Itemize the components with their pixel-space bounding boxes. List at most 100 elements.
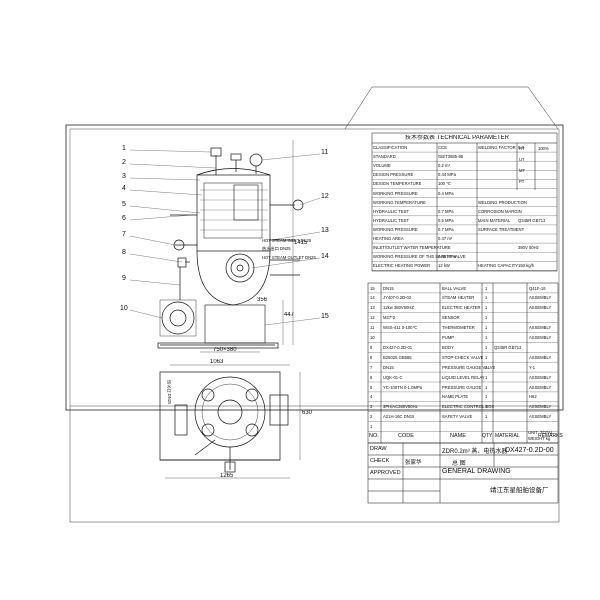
callout-2: 2 [122,159,126,166]
tech-cell-value2: 0.8 [518,145,524,150]
parts-cell-qty: 1 [485,414,488,420]
parts-header-remarks: REMARKS [538,433,563,439]
tech-cell-label2: WELDING PRODUCTION [478,199,527,205]
parts-cell-no: 1 [370,424,373,430]
parts-list-table [367,282,559,444]
tech-cell-value2: Q345R GB713 [518,217,546,223]
parts-cell-code: JY407-0.2D-02 [383,295,412,301]
callout-12: 12 [321,193,329,200]
parts-cell-name: BODY [442,344,454,350]
dim-447: 447 [284,312,295,318]
parts-cell-no: 13 [370,305,375,311]
tech-cell-label2: SURFACE TREATMENT [478,226,525,232]
tech-cell-value: 0.7 MPa [438,226,454,232]
parts-cell-remarks: ASSEMBLY [529,335,552,340]
callout-7: 7 [122,231,126,238]
tech-cell-label2: HEATING CAPACITY [478,263,519,269]
tech-cell-label: HYDRAULIC TEST [373,208,409,214]
tech-cell-label: DESIGN PRESSURE [373,172,414,178]
parts-cell-no: 10 [370,335,375,340]
parts-cell-name: NAME PLATE [442,394,469,400]
title-block [367,442,559,504]
callout-8: 8 [122,249,126,256]
parts-cell-code: UQK-01-C [383,374,403,380]
dim-750x380: 750×380 [213,347,237,353]
parts-cell-remarks: ASSEMBLY [529,325,552,331]
parts-cell-name: ELECTRIC CONTROL BOX [442,404,495,410]
callout-5: 5 [122,201,126,208]
parts-cell-material: Q345R GB713 [494,344,522,350]
parts-cell-code: A21H-16C DN15 [383,414,415,420]
parts-cell-code: 12kw 380V50HZ [383,305,414,311]
tb-draw: DRAW [370,446,387,452]
parts-cell-qty: 1 [485,285,488,291]
parts-cell-no: 11 [370,325,375,331]
parts-cell-no: 14 [370,295,375,301]
tb-approved: APPROVED [370,470,401,476]
parts-cell-name: SAFETY VALVE [442,414,473,420]
callout-15: 15 [321,313,329,320]
callout-14: 14 [321,253,329,260]
parts-cell-remarks: Y-1 [529,364,536,370]
tech-cell-label2: CORROSION MARGIN [478,208,522,214]
parts-cell-name: STOP-CHECK VALVE [442,354,484,360]
tech-cell-value: 0.47 m² [438,236,453,241]
parts-cell-no: 4 [370,394,373,400]
parts-header-name: NAME [450,433,466,439]
callout-4: 4 [122,185,126,192]
tech-cell-label: CLASSIFICATION [373,145,408,150]
tech-cell-label: HYDRAULIC TEST [373,217,409,223]
parts-cell-code: M27*2 [383,315,396,321]
parts-cell-no: 8 [370,354,373,360]
tech-cell-label: WORKING TEMPERATURE [373,199,426,205]
parts-cell-code: DN15 [383,285,394,291]
parts-cell-name: STEAM HEATER [442,295,475,301]
parts-cell-name: SENSOR [442,315,460,321]
tech-cell-label: WORKING PRESSURE OF THE SAFETY VALVE [373,254,466,260]
technical-parameter-table [371,132,558,272]
tech-cell-value: 12 kW [438,263,450,269]
tech-cell-label: HEATING AREA [373,236,404,241]
tb-general-en: GENERAL DRAWING [442,468,511,475]
parts-header-no: NO. [369,433,379,439]
tb-general-cn: 总 图 [452,461,466,467]
parts-cell-qty: 1 [485,394,488,400]
tech-cell-value: CCS [438,145,447,150]
parts-cell-no: 5 [370,384,373,390]
parts-cell-remarks: Q41F-16 [529,285,546,291]
callout-10: 10 [120,305,128,312]
parts-cell-code: DN15 [383,364,394,370]
parts-cell-qty: 1 [485,354,488,360]
tech-cell-value: 0.2 m³ [438,163,450,169]
tech-cell-label: INLET/OUTLET WATER TEMPERATURE [373,245,451,251]
tech-inspection-value: 100% [538,146,549,151]
parts-cell-qty: 1 [485,315,488,321]
callout-6: 6 [122,215,126,222]
parts-cell-remarks: ASSEMBLY [529,354,552,360]
tb-product: ZDR0.2m³ 蒸、电热水器 [442,449,508,455]
tech-cell-value: GB/T3685-95 [438,154,464,160]
tech-cell-label: ELECTRIC HEATING POWER [373,263,431,269]
parts-cell-name: LIQUID LEVEL RELAY [442,374,485,380]
tech-cell-label: VOLUME [373,163,391,169]
parts-cell-name: PUMP [442,335,455,340]
parts-header-weight: WEIGHT kg [528,436,551,441]
tech-cell-value: 0.4 MPa [438,190,454,196]
tech-cell-value: 0.7 MPa [438,208,454,214]
parts-cell-no: 6 [370,374,373,380]
tech-cell-label: STANDARD [373,154,396,160]
parts-cell-code: WSS-411 0-100℃ [383,325,418,331]
dim-1063: 1063 [210,359,224,365]
callout-9: 9 [122,275,126,282]
callout-3: 3 [122,173,126,180]
tech-cell-label: DESIGN TEMPERATURE [373,181,422,187]
parts-cell-name: PRESSURE GAUGE VALVE [442,364,496,370]
tech-cell-value: 0.44 MPa [438,172,456,178]
plan-view [159,371,289,473]
parts-cell-code: DX427-0.2D-01 [383,344,413,350]
tech-cell-value: 0.46 MPa [438,254,456,260]
parts-cell-name: BALL VALVE [442,285,467,291]
parts-cell-qty: 1 [485,384,488,390]
parts-cell-qty: 1 [485,404,488,410]
